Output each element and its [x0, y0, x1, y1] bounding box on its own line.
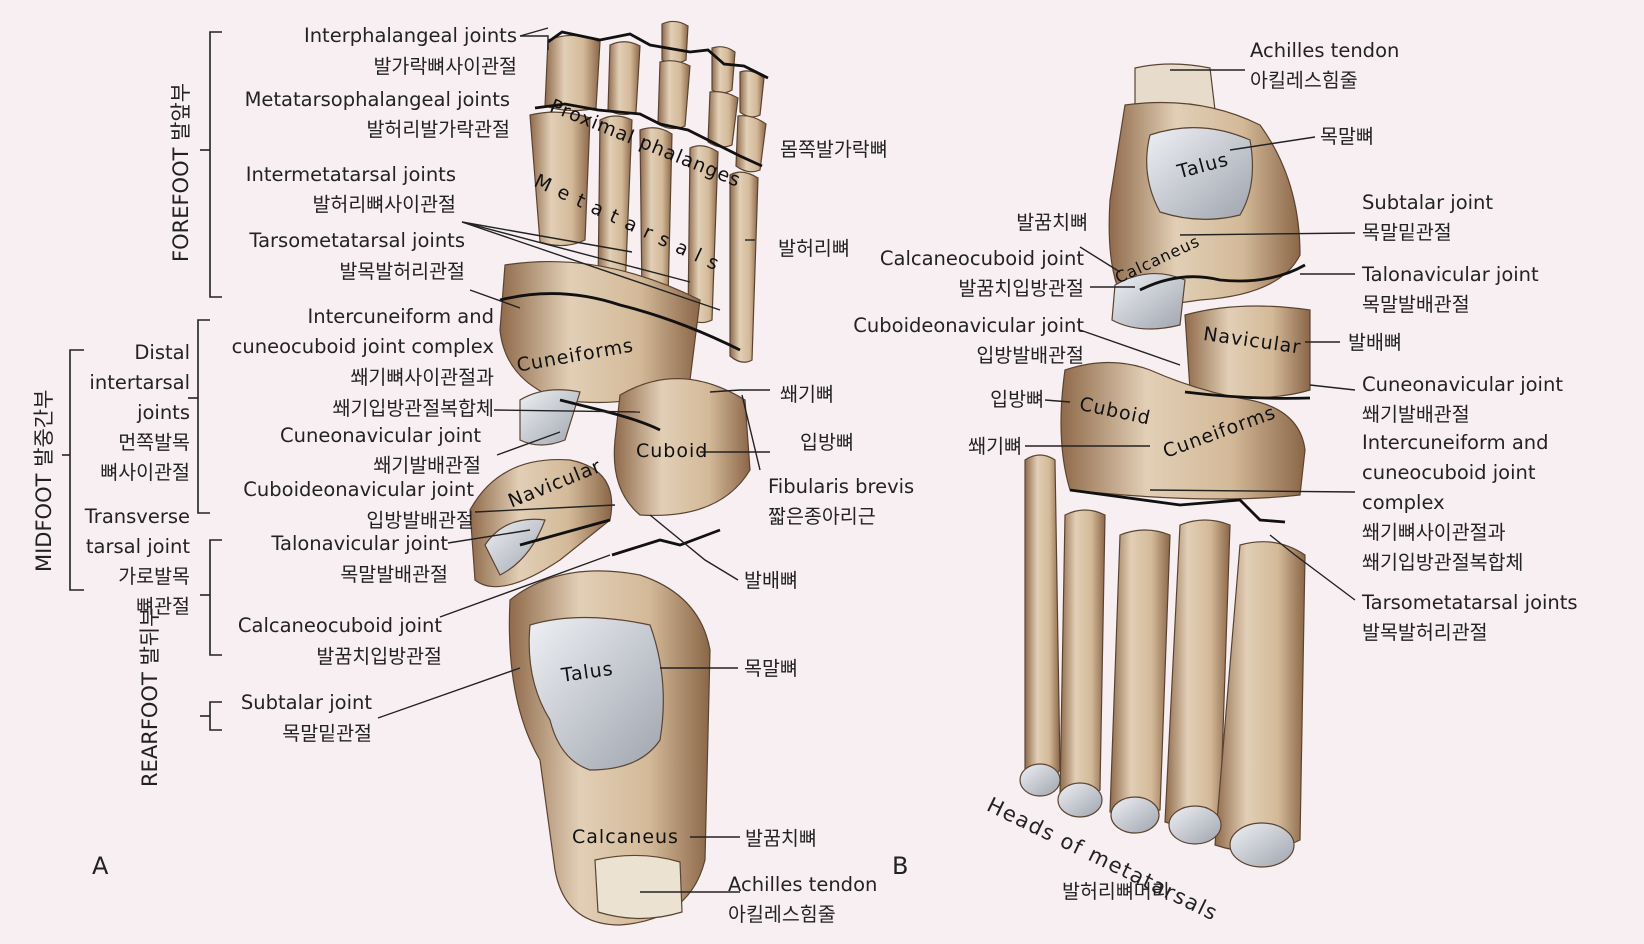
label-calcaneocuboid-en: Calcaneocuboid joint [237, 614, 442, 637]
label-b-subtalar-ko: 목말밑관절 [1362, 221, 1452, 244]
cartilage-a-2 [484, 518, 546, 576]
label-distal-intertarsal-2: intertarsal [89, 371, 190, 394]
section-brackets [62, 31, 222, 731]
label-proximal-phalanges-ko: 몸쪽발가락뼈 [780, 138, 888, 161]
label-intercuneiform-en2: cuneocuboid joint complex [231, 335, 494, 358]
joint-lines-a [499, 30, 769, 557]
label-fibularis-ko: 짧은종아리근 [768, 505, 876, 528]
label-b-achilles-en: Achilles tendon [1250, 39, 1400, 62]
label-cuboideonavicular-ko: 입방발배관절 [366, 509, 474, 532]
label-cuboid-ko: 입방뼈 [800, 431, 854, 454]
section-forefoot: FOREFOOT 발앞부 [169, 82, 193, 262]
label-b-navicular-ko: 발배뼈 [1348, 331, 1402, 354]
label-b-achilles-ko: 아킬레스힘줄 [1250, 69, 1358, 92]
label-distal-intertarsal-ko1: 먼쪽발목 [118, 431, 190, 454]
label-b-intercuneiform-ko2: 쐐기입방관절복합체 [1362, 551, 1524, 574]
cuboid-cuneiform-b [1060, 361, 1306, 500]
label-b-talus-ko: 목말뼈 [1320, 125, 1374, 148]
midfoot-bracket [69, 349, 84, 591]
label-cuneiform-ko: 쐐기뼈 [780, 383, 834, 406]
label-distal-intertarsal-3: joints [137, 401, 190, 424]
transverse-tarsal-bracket [209, 539, 222, 656]
label-intercuneiform-en1: Intercuneiform and [307, 305, 494, 328]
label-b-cuneiform-ko: 쐐기뼈 [968, 435, 1022, 458]
bone-label-cuboid: Cuboid [636, 440, 709, 462]
leader-lines [377, 27, 1356, 893]
label-intermetatarsal-ko: 발허리뼈사이관절 [312, 193, 456, 216]
label-b-tmt-en: Tarsometatarsal joints [1362, 591, 1578, 614]
label-b-cuneonavicular-en: Cuneonavicular joint [1362, 373, 1563, 396]
label-intermetatarsal-en: Intermetatarsal joints [245, 163, 456, 186]
rearfoot-bracket [209, 701, 222, 731]
label-b-cuboid-ko: 입방뼈 [990, 388, 1044, 411]
forefoot-bracket [209, 31, 222, 298]
label-b-intercuneiform-en3: complex [1362, 491, 1445, 514]
distal-intertarsal-bracket [197, 319, 210, 514]
panel-letter-b: B [892, 852, 909, 880]
label-b-tmt-ko: 발목발허리관절 [1362, 621, 1488, 644]
label-subtalar-en: Subtalar joint [240, 691, 372, 714]
label-transverse-1: Transverse [84, 505, 190, 528]
cuboid-bone [613, 378, 751, 517]
label-b-talonavicular-ko: 목말발배관절 [1362, 293, 1470, 316]
label-tmt-en: Tarsometatarsal joints [249, 229, 465, 252]
metatarsal-heads-b [1019, 763, 1295, 868]
panel-letter-a: A [92, 852, 109, 880]
label-talus-ko: 목말뼈 [744, 657, 798, 680]
label-subtalar-ko: 목말밑관절 [282, 722, 372, 745]
section-midfoot: MIDFOOT 발중간부 [32, 389, 56, 572]
label-metatarsals-ko: 발허리뼈 [778, 237, 850, 260]
label-b-heads-metatarsals-ko: 발허리뼈머리 [1062, 880, 1170, 903]
label-fibularis-en: Fibularis brevis [768, 475, 915, 498]
label-transverse-2: tarsal joint [85, 535, 190, 558]
label-cuboideonavicular-en: Cuboideonavicular joint [243, 478, 474, 501]
cartilage-a-1 [519, 389, 581, 446]
label-distal-intertarsal-ko2: 뼈사이관절 [100, 461, 190, 484]
metatarsal-bones-b [1024, 454, 1306, 852]
label-b-cuneonavicular-ko: 쐐기발배관절 [1362, 403, 1470, 426]
label-navicular-ko: 발배뼈 [744, 569, 798, 592]
panel-a-bones [469, 20, 767, 926]
label-b-calcaneus-ko: 발꿈치뼈 [1016, 211, 1088, 234]
label-talonavicular-ko: 목말발배관절 [340, 563, 448, 586]
talus-articular-surface [528, 616, 664, 771]
label-mtp-ko: 발허리발가락관절 [366, 118, 510, 141]
label-b-intercuneiform-ko1: 쐐기뼈사이관절과 [1362, 521, 1506, 544]
label-b-calcaneocuboid-ko: 발꿈치입방관절 [958, 277, 1084, 300]
panel-b-bones [1019, 63, 1311, 868]
section-rearfoot: REARFOOT 발뒤부 [138, 607, 162, 787]
label-transverse-ko1: 가로발목 [118, 565, 190, 588]
label-cuneonavicular-ko: 쐐기발배관절 [373, 454, 481, 477]
label-b-cuboideonavicular-en: Cuboideonavicular joint [853, 314, 1084, 337]
label-b-talonavicular-en: Talonavicular joint [1362, 263, 1539, 286]
achilles-tendon-a [594, 854, 683, 920]
label-tmt-ko: 발목발허리관절 [339, 260, 465, 283]
label-distal-intertarsal-1: Distal [134, 341, 190, 364]
label-achilles-ko: 아킬레스힘줄 [728, 903, 836, 926]
label-cuneonavicular-en: Cuneonavicular joint [280, 424, 481, 447]
label-mtp-en: Metatarsophalangeal joints [244, 88, 510, 111]
bone-label-calcaneus: Calcaneus [572, 826, 679, 848]
label-interphalangeal-en: Interphalangeal joints [303, 24, 517, 47]
label-intercuneiform-ko2: 쐐기입방관절복합체 [332, 397, 494, 420]
label-transverse-ko2: 뼈관절 [136, 595, 190, 618]
label-b-calcaneocuboid-en: Calcaneocuboid joint [879, 247, 1084, 270]
label-b-subtalar-en: Subtalar joint [1362, 191, 1494, 214]
label-b-intercuneiform-en1: Intercuneiform and [1362, 431, 1549, 454]
label-b-cuboideonavicular-ko: 입방발배관절 [976, 344, 1084, 367]
label-calcaneus-ko: 발꿈치뼈 [745, 827, 817, 850]
joint-lines-b [1069, 263, 1311, 524]
label-calcaneocuboid-ko: 발꿈치입방관절 [316, 645, 442, 668]
label-talonavicular-en: Talonavicular joint [271, 532, 448, 555]
label-intercuneiform-ko1: 쐐기뼈사이관절과 [350, 366, 494, 389]
talus-articular-b [1146, 127, 1254, 220]
label-interphalangeal-ko: 발가락뼈사이관절 [373, 55, 517, 78]
label-achilles-en: Achilles tendon [728, 873, 878, 896]
label-b-intercuneiform-en2: cuneocuboid joint [1362, 461, 1536, 484]
